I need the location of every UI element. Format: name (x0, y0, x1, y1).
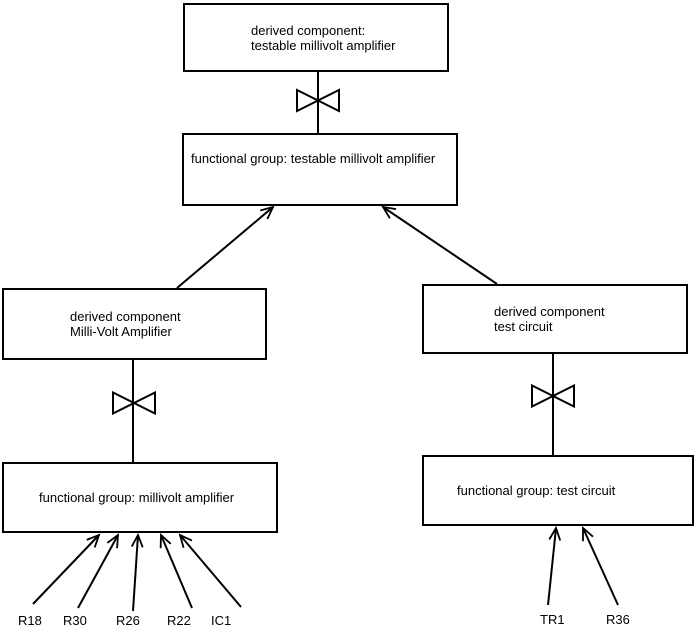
arrow-r18 (32, 535, 99, 605)
node-derived-component-test-circuit: derived component test circuit (422, 284, 688, 354)
node-derived-component-testable-millivolt-amplifier: derived component: testable millivolt am… (183, 3, 449, 72)
arrow-tr1 (547, 528, 556, 606)
bowtie-icon-top (296, 88, 340, 113)
arrow-r30 (77, 535, 118, 609)
arrow-r36 (583, 528, 619, 606)
arrow-ic1 (180, 535, 242, 608)
component-label-tr1: TR1 (540, 612, 565, 627)
arrow-r22 (161, 535, 193, 609)
bowtie-icon-right (531, 383, 575, 409)
node-functional-group-millivolt-amplifier: functional group: millivolt amplifier (2, 462, 278, 533)
node-label-line: functional group: test circuit (457, 483, 616, 498)
node-derived-component-milli-volt-amplifier: derived component Milli-Volt Amplifier (2, 288, 267, 360)
node-label-line: test circuit (494, 319, 553, 334)
node-functional-group-testable-millivolt-amplifier: functional group: testable millivolt amp… (182, 133, 458, 206)
arrow-mva-to-fg-testable (176, 207, 273, 289)
component-label-r26: R26 (116, 613, 140, 628)
node-label-line: testable millivolt amplifier (251, 37, 396, 53)
component-label-r18: R18 (18, 613, 42, 628)
component-label-ic1: IC1 (211, 613, 232, 628)
node-label-line: functional group: millivolt amplifier (39, 490, 235, 505)
node-label-line: derived component: (251, 22, 366, 38)
node-label-line: Milli-Volt Amplifier (70, 324, 172, 339)
component-label-r22: R22 (167, 613, 191, 628)
arrow-tc-to-fg-testable (383, 207, 498, 285)
component-label-r30: R30 (63, 613, 87, 628)
node-label-line: derived component (70, 309, 181, 324)
bowtie-icon-left (112, 390, 156, 416)
node-functional-group-test-circuit: functional group: test circuit (422, 455, 694, 526)
component-label-r36: R36 (606, 612, 630, 627)
node-label-line: functional group: testable millivolt amp… (191, 151, 436, 166)
node-label-line: derived component (494, 304, 605, 319)
arrow-r26 (133, 535, 138, 612)
